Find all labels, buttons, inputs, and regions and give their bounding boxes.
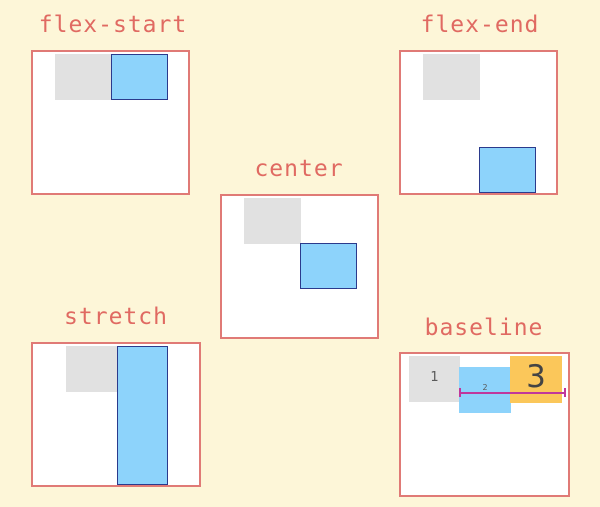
label-flex-end: flex-end: [420, 12, 540, 38]
item-2: [479, 147, 536, 193]
item-1: [66, 346, 118, 392]
container-center: [220, 194, 379, 339]
label-stretch: stretch: [64, 304, 168, 330]
item-3: 3: [510, 356, 562, 403]
item-2: [111, 54, 168, 100]
item-2: [300, 243, 357, 289]
item-1: [244, 198, 301, 244]
container-flex-end: [399, 50, 558, 195]
container-flex-start: [31, 50, 190, 195]
container-stretch: [31, 342, 201, 487]
item-1: 1: [409, 356, 460, 402]
baseline-marker-line: [459, 392, 565, 394]
item-3-number: 3: [526, 359, 546, 395]
label-baseline: baseline: [424, 315, 544, 341]
baseline-marker-left-tick: [459, 388, 461, 397]
label-flex-start: flex-start: [38, 12, 188, 38]
container-baseline: 1 2 3: [399, 352, 570, 497]
label-center: center: [254, 156, 344, 182]
item-2: [117, 346, 168, 485]
item-2: 2: [459, 367, 511, 413]
item-2-number: 2: [482, 383, 488, 392]
item-1: [423, 54, 480, 100]
baseline-marker-right-tick: [564, 388, 566, 397]
item-1: [55, 54, 112, 100]
item-1-number: 1: [430, 370, 439, 385]
